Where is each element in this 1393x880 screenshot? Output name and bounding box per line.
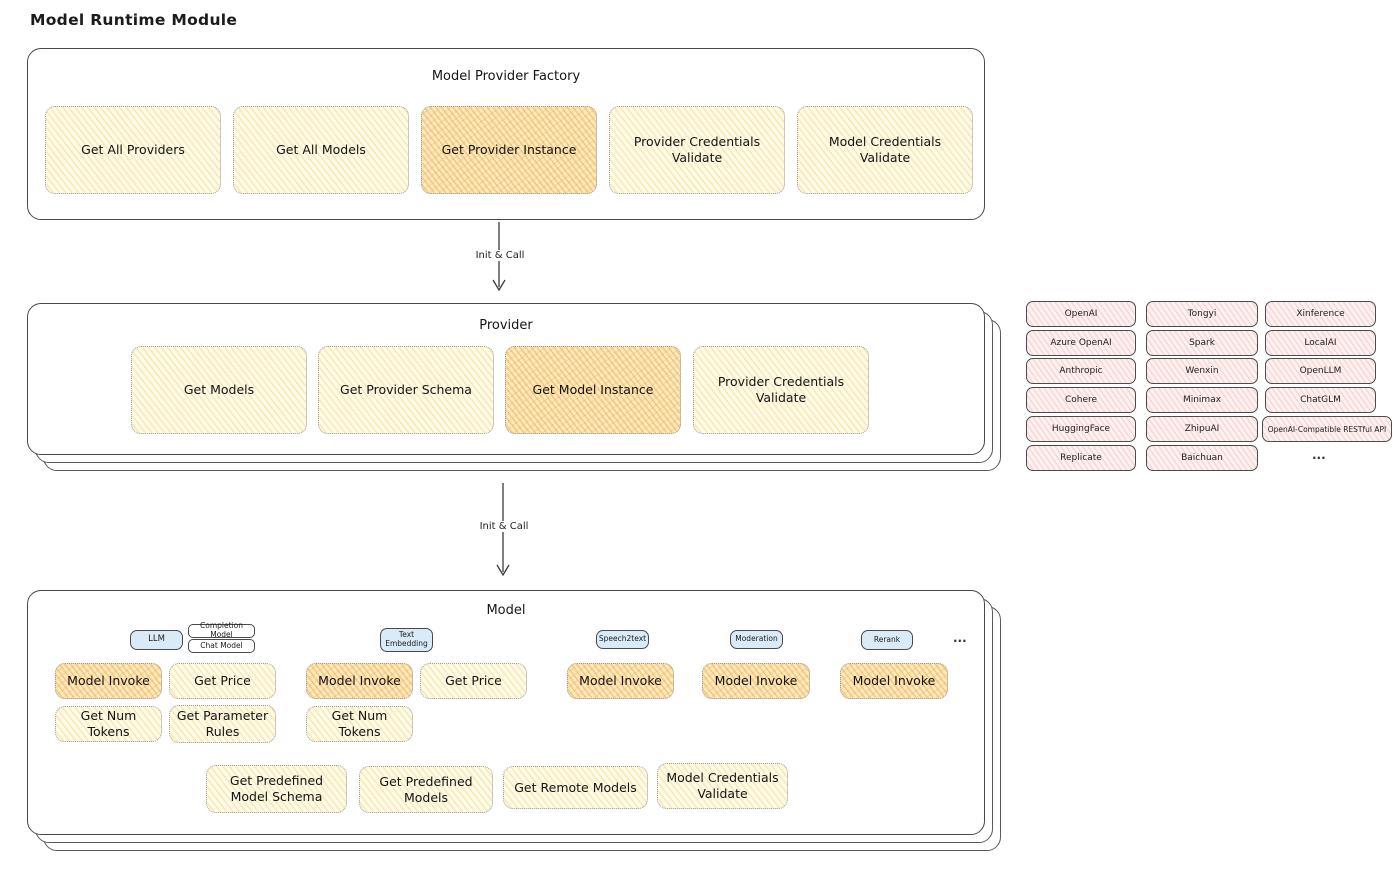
- provider-panel: Provider Get Models Get Provider Schema …: [27, 303, 985, 455]
- provider-pill-baichuan: Baichuan: [1146, 445, 1258, 471]
- tag-llm: LLM: [130, 630, 183, 650]
- diagram-title: Model Runtime Module: [30, 11, 238, 29]
- arrow-label-init-call-2: Init & Call: [473, 521, 535, 532]
- llm-get-num-tokens: Get Num Tokens: [55, 706, 162, 742]
- factory-box-model-credentials-validate: Model Credentials Validate: [797, 106, 973, 194]
- model-box-get-remote-models: Get Remote Models: [503, 766, 648, 809]
- model-title: Model: [486, 603, 526, 618]
- embedding-get-num-tokens: Get Num Tokens: [306, 706, 413, 742]
- providers-grid: OpenAI Tongyi Xinference Azure OpenAI Sp…: [1026, 300, 1393, 472]
- tag-moderation: Moderation: [730, 630, 783, 649]
- provider-pill-anthropic: Anthropic: [1026, 358, 1136, 384]
- provider-pill-cohere: Cohere: [1026, 387, 1136, 413]
- factory-box-get-all-models: Get All Models: [233, 106, 409, 194]
- llm-get-price: Get Price: [169, 663, 276, 699]
- providers-more-ellipsis: ...: [1312, 448, 1326, 462]
- provider-pill-spark: Spark: [1146, 330, 1258, 356]
- provider-pill-minimax: Minimax: [1146, 387, 1258, 413]
- factory-box-provider-credentials-validate: Provider Credentials Validate: [609, 106, 785, 194]
- arrow-label-init-call-1: Init & Call: [469, 250, 531, 261]
- model-box-get-predefined-model-schema: Get Predefined Model Schema: [206, 765, 347, 813]
- provider-box-get-models: Get Models: [131, 346, 307, 434]
- llm-model-invoke: Model Invoke: [55, 663, 162, 699]
- provider-pill-chatglm: ChatGLM: [1265, 387, 1376, 413]
- provider-pill-openllm: OpenLLM: [1265, 358, 1376, 384]
- provider-pill-xinference: Xinference: [1265, 301, 1376, 327]
- provider-pill-azure-openai: Azure OpenAI: [1026, 330, 1136, 356]
- provider-pill-openai-compatible: OpenAI-Compatible RESTful API: [1262, 416, 1392, 442]
- arrow-provider-to-model: [496, 483, 510, 577]
- provider-box-get-model-instance: Get Model Instance: [505, 346, 681, 434]
- factory-box-get-all-providers: Get All Providers: [45, 106, 221, 194]
- provider-pill-openai: OpenAI: [1026, 301, 1136, 327]
- tag-text-embedding: Text Embedding: [380, 628, 433, 652]
- model-provider-factory-panel: Model Provider Factory Get All Providers…: [27, 48, 985, 220]
- model-more-ellipsis: ...: [953, 631, 967, 645]
- embedding-get-price: Get Price: [420, 663, 527, 699]
- rerank-model-invoke: Model Invoke: [840, 663, 948, 699]
- provider-pill-zhipuai: ZhipuAI: [1146, 416, 1258, 442]
- embedding-model-invoke: Model Invoke: [306, 663, 413, 699]
- model-box-model-credentials-validate: Model Credentials Validate: [657, 763, 788, 809]
- moderation-model-invoke: Model Invoke: [702, 663, 810, 699]
- tag-completion-model: Completion Model: [188, 622, 255, 639]
- provider-pill-replicate: Replicate: [1026, 445, 1136, 471]
- tag-rerank: Rerank: [861, 630, 913, 650]
- tag-chat-model: Chat Model: [188, 639, 255, 653]
- provider-box-provider-credentials-validate: Provider Credentials Validate: [693, 346, 869, 434]
- provider-pill-tongyi: Tongyi: [1146, 301, 1258, 327]
- provider-pill-wenxin: Wenxin: [1146, 358, 1258, 384]
- provider-title: Provider: [479, 318, 533, 333]
- provider-pill-huggingface: HuggingFace: [1026, 416, 1136, 442]
- factory-title: Model Provider Factory: [431, 69, 581, 84]
- model-box-get-predefined-models: Get Predefined Models: [359, 766, 493, 813]
- provider-pill-localai: LocalAI: [1265, 330, 1376, 356]
- factory-box-get-provider-instance: Get Provider Instance: [421, 106, 597, 194]
- speech2text-model-invoke: Model Invoke: [567, 663, 674, 699]
- tag-speech2text: Speech2text: [596, 630, 649, 649]
- model-panel: Model LLM Completion Model Chat Model Te…: [27, 590, 985, 835]
- provider-box-get-provider-schema: Get Provider Schema: [318, 346, 494, 434]
- llm-get-parameter-rules: Get Parameter Rules: [169, 705, 276, 743]
